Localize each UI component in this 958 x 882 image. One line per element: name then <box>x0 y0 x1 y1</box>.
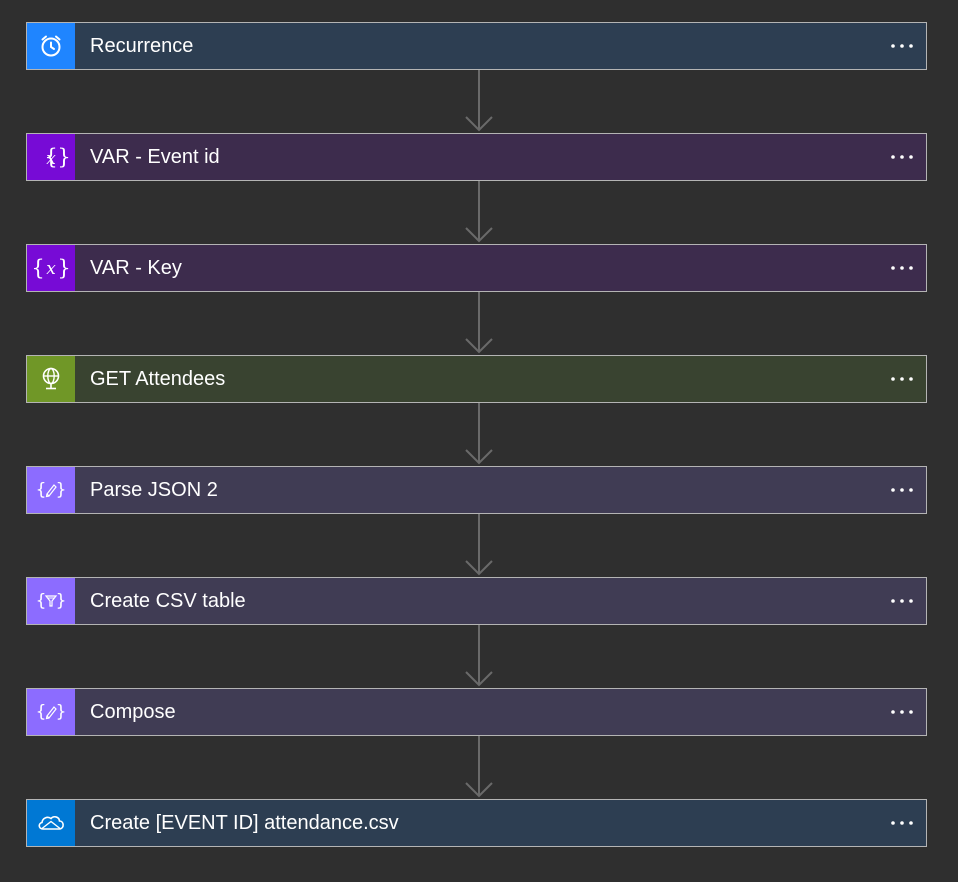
svg-text:}: } <box>57 145 70 169</box>
svg-text:{: { <box>31 256 44 280</box>
data-filter-icon: { } <box>27 578 75 624</box>
more-options-icon[interactable] <box>882 578 922 624</box>
alarm-clock-icon <box>27 23 75 69</box>
more-options-icon[interactable] <box>882 245 922 291</box>
data-operation-icon: { } <box>27 689 75 735</box>
data-operation-icon: { } <box>27 467 75 513</box>
svg-text:}: } <box>56 702 66 722</box>
step-card-get-attendees[interactable]: GET Attendees <box>26 355 927 403</box>
svg-text:x: x <box>46 149 56 169</box>
step-label: Recurrence <box>90 34 194 57</box>
svg-text:{: { <box>44 145 57 169</box>
svg-text:{: { <box>36 480 46 500</box>
step-label: Compose <box>90 700 176 723</box>
svg-text:}: } <box>57 256 70 280</box>
step-card-var-event-id[interactable]: { x } VAR - Event id <box>26 133 927 181</box>
step-label: Parse JSON 2 <box>90 478 218 501</box>
svg-text:}: } <box>56 591 66 611</box>
more-options-icon[interactable] <box>882 467 922 513</box>
connector-arrow <box>465 70 493 132</box>
svg-text:}: } <box>56 480 66 500</box>
variable-icon: { x } <box>27 245 75 291</box>
step-card-parse-json[interactable]: { } Parse JSON 2 <box>26 466 927 514</box>
step-label: VAR - Key <box>90 256 182 279</box>
more-options-icon[interactable] <box>882 356 922 402</box>
more-options-icon[interactable] <box>882 134 922 180</box>
more-options-icon[interactable] <box>882 800 922 846</box>
connector-arrow <box>465 514 493 576</box>
step-card-var-key[interactable]: { x } VAR - Key <box>26 244 927 292</box>
svg-text:{: { <box>36 591 46 611</box>
svg-text:{: { <box>36 702 46 722</box>
onedrive-cloud-icon <box>27 800 75 846</box>
step-label: Create [EVENT ID] attendance.csv <box>90 811 399 834</box>
step-label: Create CSV table <box>90 589 246 612</box>
globe-http-icon <box>27 356 75 402</box>
connector-arrow <box>465 403 493 465</box>
step-label: GET Attendees <box>90 367 226 390</box>
step-card-compose[interactable]: { } Compose <box>26 688 927 736</box>
step-card-create-file[interactable]: Create [EVENT ID] attendance.csv <box>26 799 927 847</box>
connector-arrow <box>465 181 493 243</box>
more-options-icon[interactable] <box>882 689 922 735</box>
connector-arrow <box>465 292 493 354</box>
step-card-create-csv-table[interactable]: { } Create CSV table <box>26 577 927 625</box>
svg-text:x: x <box>46 259 56 279</box>
step-label: VAR - Event id <box>90 145 220 168</box>
connector-arrow <box>465 625 493 687</box>
more-options-icon[interactable] <box>882 23 922 69</box>
connector-arrow <box>465 736 493 798</box>
step-card-recurrence[interactable]: Recurrence <box>26 22 927 70</box>
variable-icon: { x } <box>27 134 75 180</box>
